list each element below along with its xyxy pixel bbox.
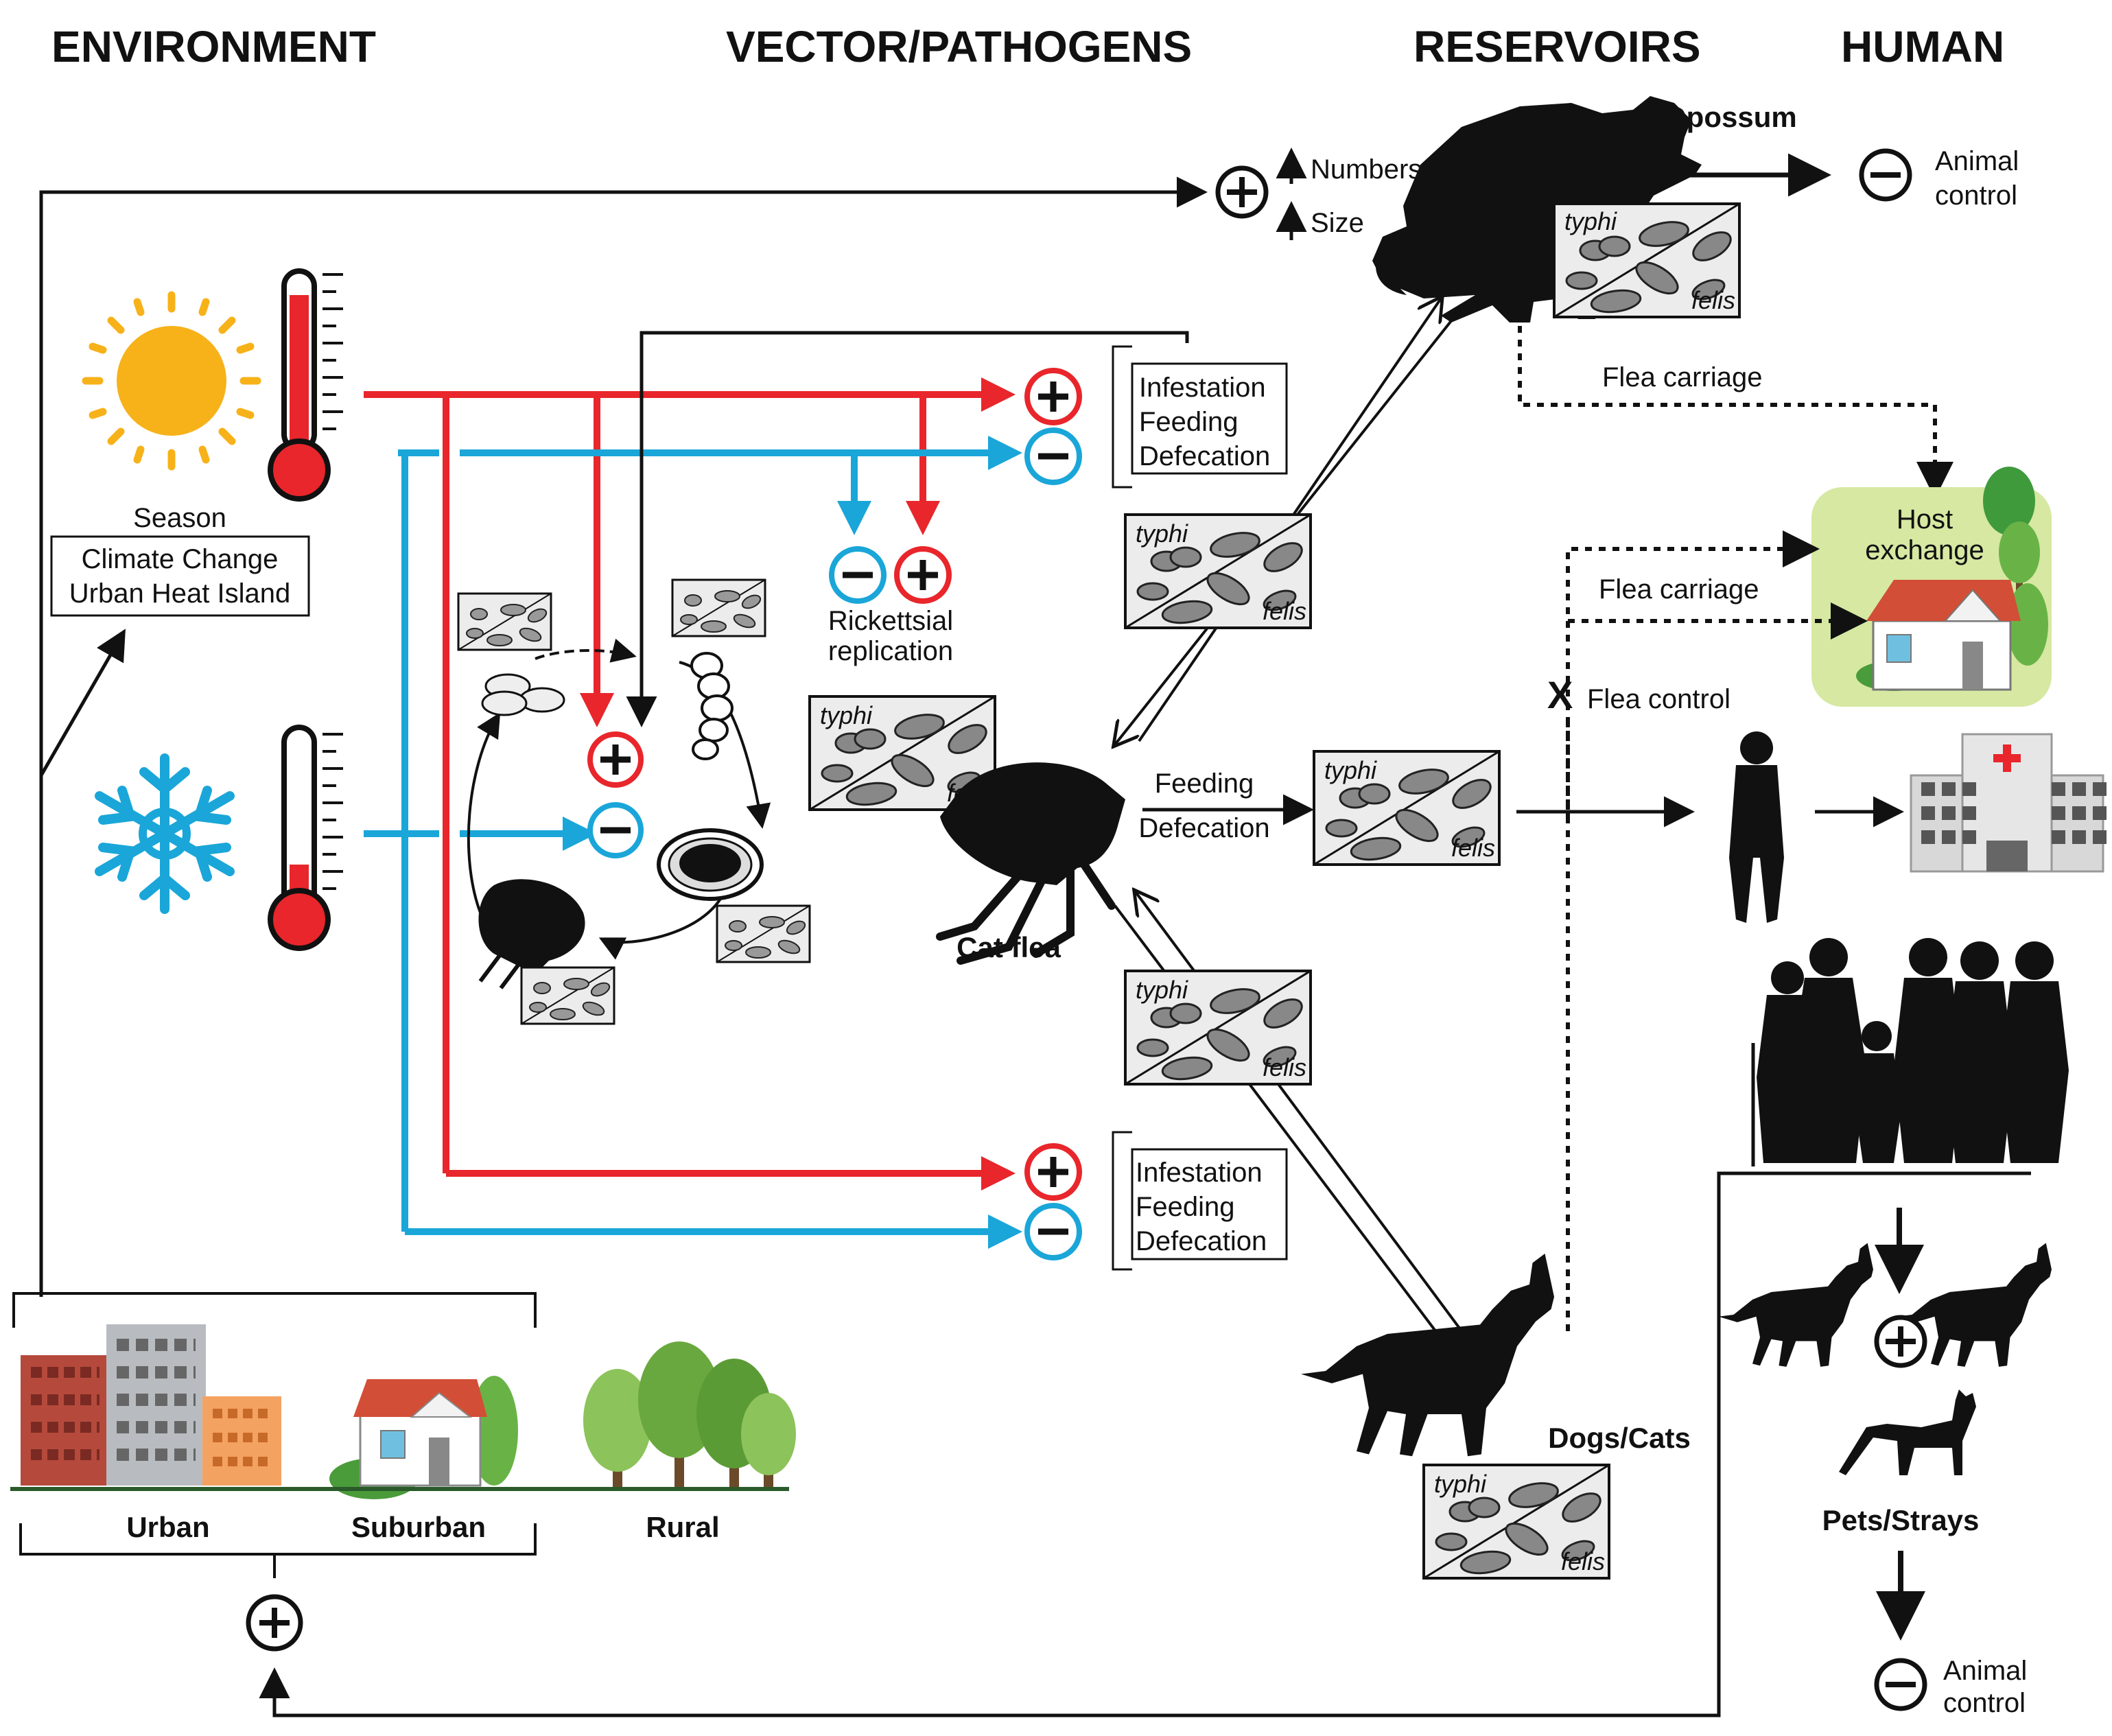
header-vector: VECTOR/PATHOGENS (726, 22, 1192, 71)
effects-box (1131, 1148, 1288, 1260)
svg-text:felis: felis (1451, 834, 1495, 862)
numbers-label: Numbers (1311, 154, 1422, 185)
snowflake-icon (95, 753, 235, 914)
svg-text:typhi: typhi (1434, 1470, 1487, 1498)
svg-text:typhi: typhi (1136, 519, 1188, 548)
svg-text:felis: felis (1263, 1053, 1306, 1081)
house-icon (329, 1376, 518, 1499)
dog-icon (1718, 1243, 1873, 1367)
defecation-label: Defecation (1138, 813, 1269, 843)
effect-label: Feeding (1136, 1192, 1235, 1222)
larva-icon (690, 652, 734, 760)
flea-carriage-label: Flea carriage (1599, 574, 1759, 605)
pathogen-box-transmission: typhi felis (1313, 750, 1501, 866)
svg-text:typhi: typhi (1564, 207, 1617, 235)
svg-text:typhi: typhi (1136, 976, 1188, 1004)
sun-icon (82, 291, 261, 471)
feeding-label: Feeding (1155, 769, 1254, 799)
pathogen-box-dogs: typhi felis (1422, 1464, 1610, 1580)
effect-label: Defecation (1139, 441, 1270, 471)
animal-control-label: Animal (1935, 146, 2019, 176)
header-environment: ENVIRONMENT (51, 22, 376, 71)
svg-text:felis: felis (1691, 286, 1735, 314)
effect-label: Defecation (1136, 1226, 1267, 1256)
header-reservoirs: RESERVOIRS (1413, 22, 1701, 71)
flea-control-mark: X (1547, 673, 1573, 716)
svg-text:felis: felis (1263, 597, 1306, 625)
urban-heat-island-label: Urban Heat Island (69, 578, 290, 609)
rickettsial-label: Rickettsial (828, 606, 953, 636)
svg-text:typhi: typhi (820, 701, 873, 729)
building-icon (21, 1324, 281, 1486)
pathogen-box-mid-bottom: typhi felis (1124, 970, 1312, 1086)
season-label: Season (133, 503, 226, 533)
exchange-label: exchange (1865, 535, 1984, 565)
tree-icon (583, 1341, 796, 1489)
rural-label: Rural (646, 1511, 719, 1543)
effect-label: Infestation (1136, 1158, 1263, 1188)
thermometer-icon (268, 725, 343, 951)
host-label: Host (1897, 504, 1953, 535)
animal-control-label: control (1935, 180, 2017, 211)
flea-carriage-label: Flea carriage (1602, 362, 1762, 392)
flea-life-cycle (457, 578, 811, 1025)
egg-icon (481, 673, 565, 716)
family-icon (1751, 938, 2069, 1166)
cat-flea-label: Cat flea (957, 931, 1061, 963)
hospital-icon (1910, 733, 2107, 873)
thermometer-icon (268, 268, 343, 502)
effects-box (1131, 362, 1288, 475)
climate-change-label: Climate Change (82, 544, 279, 574)
cat-icon (1839, 1389, 1976, 1475)
header-human: HUMAN (1841, 22, 2004, 71)
pathogen-box-opossum: typhi felis (1553, 202, 1741, 318)
tree-icon (1983, 467, 2040, 604)
dogs-cats-label: Dogs/Cats (1548, 1422, 1691, 1454)
opossum-label: Opossum (1664, 101, 1797, 133)
flea-control-label: Flea control (1587, 684, 1730, 714)
animal-control-label: control (1943, 1688, 2026, 1718)
size-label: Size (1311, 208, 1364, 238)
person-icon (1729, 731, 1784, 923)
effect-label: Infestation (1139, 373, 1266, 403)
pupa-icon (657, 828, 764, 901)
svg-text:felis: felis (1561, 1547, 1605, 1575)
suburban-label: Suburban (351, 1511, 486, 1543)
flea-icon (936, 762, 1125, 965)
climate-box (50, 535, 310, 617)
effect-label: Feeding (1139, 407, 1239, 437)
opossum-icon (1372, 96, 1702, 322)
pathogen-box-mid-top: typhi felis (1124, 513, 1312, 629)
animal-control-label: Animal (1943, 1656, 2027, 1686)
replication-label: replication (828, 636, 953, 666)
urban-label: Urban (126, 1511, 209, 1543)
svg-text:typhi: typhi (1324, 756, 1377, 784)
pets-strays-label: Pets/Strays (1822, 1504, 1980, 1536)
house-icon (1856, 580, 2048, 691)
